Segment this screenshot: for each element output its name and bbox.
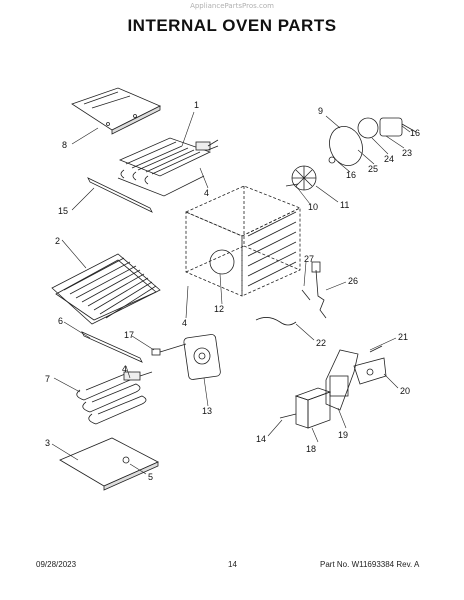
part-1-broil-element [117, 137, 219, 197]
callout-8: 8 [62, 140, 67, 150]
part-6-rail [81, 331, 143, 363]
callout-16a: 16 [410, 128, 420, 138]
callout-3: 3 [45, 438, 50, 448]
callout-12: 12 [214, 304, 224, 314]
callout-20: 20 [400, 386, 410, 396]
callout-18: 18 [306, 444, 316, 454]
callout-21: 21 [398, 332, 408, 342]
callout-13: 13 [202, 406, 212, 416]
callout-7: 7 [45, 374, 50, 384]
part-26-temp-sensor [311, 261, 327, 319]
part-13-fan-cover [151, 334, 221, 380]
callout-17: 17 [124, 330, 134, 340]
callout-6: 6 [58, 316, 63, 326]
watermark: AppliancePartsPros.com [190, 2, 274, 10]
callout-4b: 4 [182, 318, 187, 328]
footer-page-number: 14 [228, 560, 237, 569]
callout-10: 10 [308, 202, 318, 212]
part-19-latch-assembly [325, 349, 359, 411]
callout-24: 24 [384, 154, 394, 164]
part-7-bake-element [76, 371, 153, 425]
callout-15: 15 [58, 206, 68, 216]
callout-4a: 4 [204, 188, 209, 198]
callout-19: 19 [338, 430, 348, 440]
part-2-oven-rack [51, 253, 161, 325]
page-title: INTERNAL OVEN PARTS [127, 16, 337, 35]
part-18-housing [294, 387, 332, 429]
callout-1: 1 [194, 100, 199, 110]
part-27-screw [301, 289, 311, 301]
callout-2: 2 [55, 236, 60, 246]
callout-22: 22 [316, 338, 326, 348]
part-20-latch-plate [353, 357, 387, 385]
part-10-fan-nut [285, 183, 299, 187]
footer-part-number: Part No. W11693384 Rev. A [320, 560, 420, 569]
footer-date: 09/28/2023 [36, 560, 77, 569]
callout-labels: 1 2 3 4 4 4 5 6 7 8 9 10 11 12 13 14 15 … [45, 100, 420, 482]
callout-11: 11 [340, 200, 349, 210]
part-22-wire-harness [255, 317, 297, 326]
part-15-rod [87, 177, 153, 213]
callout-26: 26 [348, 276, 358, 286]
callout-14: 14 [256, 434, 266, 444]
leader-lines [51, 111, 411, 475]
part-3-bottom-cover [59, 437, 159, 491]
part-8-panel [71, 87, 161, 135]
callout-5: 5 [148, 472, 153, 482]
callout-23: 23 [402, 148, 412, 158]
cavity-rack-rails [209, 211, 297, 287]
part-11-fan-blade [291, 165, 317, 191]
callout-4c: 4 [122, 364, 127, 374]
part-21-screw [369, 345, 383, 353]
part-12-oven-cavity [185, 185, 301, 297]
part-14-screw [279, 413, 297, 419]
callout-25: 25 [368, 164, 378, 174]
callout-9: 9 [318, 106, 323, 116]
callout-27: 27 [304, 254, 314, 264]
callout-16b: 16 [346, 170, 356, 180]
